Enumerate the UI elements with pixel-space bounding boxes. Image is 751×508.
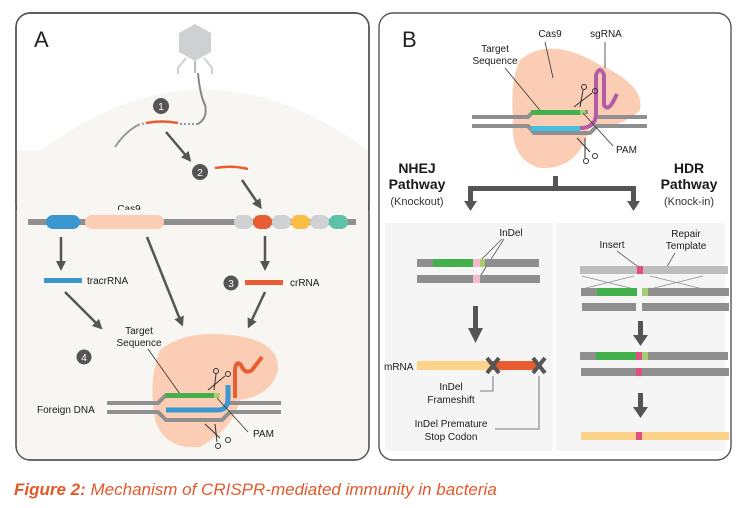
panel-a-lower: tracrRNA 3 crRNA 4 Target Sequence Forei… [15, 12, 370, 461]
stop-codon-label-1: InDel Premature [415, 419, 488, 430]
pathway-split-arrow [464, 176, 640, 211]
svg-text:3: 3 [228, 279, 234, 290]
pam-b [580, 110, 585, 115]
crrna-hairpin-a [233, 355, 264, 398]
arrow-crrna-to-complex [247, 291, 267, 329]
tracrrna-gene [46, 215, 80, 229]
svg-text:1: 1 [158, 102, 164, 113]
arrow-cas9-down [145, 236, 184, 327]
hdr-title-2: Pathway [661, 176, 718, 192]
scissors-icon [576, 137, 598, 164]
repeat-1 [234, 215, 253, 229]
repair-template-label-1: Repair [671, 229, 701, 240]
target-seq-label-a-1: Target [125, 326, 153, 337]
cas9-protein-b [512, 48, 641, 169]
target-sequence-b [531, 110, 580, 115]
repair-template-label-2: Template [666, 241, 707, 252]
mrna-strand [417, 361, 492, 370]
foreign-dna-label: Foreign DNA [37, 405, 95, 416]
pam-label-b: PAM [616, 145, 637, 156]
svg-text:4: 4 [81, 353, 87, 364]
arrow-1-to-2 [165, 131, 192, 162]
target-dna-bottom [472, 124, 647, 135]
step-3-badge: 3 [223, 275, 239, 291]
target-sequence-a [166, 393, 214, 398]
mrna-frameshifted [492, 361, 537, 370]
nhej-subtitle: (Knockout) [390, 196, 443, 208]
target-seq-label-b-1: Target [481, 44, 509, 55]
panel-a-letter: A [34, 27, 49, 52]
nhej-down-arrow [468, 328, 483, 343]
x-mark-icon [531, 356, 547, 375]
foreign-dna-bottom-strand [107, 410, 281, 422]
indel-mark-bottom [473, 275, 480, 283]
spacer-yellow [291, 215, 310, 229]
frameshift-label-1: InDel [439, 382, 462, 393]
panel-a: A 1 2 Cas9 [15, 12, 370, 219]
caption-text: Mechanism of CRISPR-mediated immunity in… [85, 480, 497, 499]
tracrrna-strand [44, 278, 82, 283]
indel-label: InDel [499, 228, 522, 239]
insert-label: Insert [599, 240, 624, 251]
svg-text:2: 2 [197, 168, 203, 179]
crrna-label: crRNA [290, 278, 320, 289]
nhej-subpanel [385, 223, 553, 451]
pam-pointer-a [216, 397, 249, 433]
spacer-new [253, 215, 272, 229]
mrna-label: mRNA [384, 362, 414, 373]
sgrna-label: sgRNA [590, 29, 622, 40]
arrow-2-to-array [240, 179, 262, 210]
stop-codon-label-2: Stop Codon [425, 432, 478, 443]
hdr-down-arrow-2 [633, 407, 648, 418]
target-seq-pointer-a [147, 348, 181, 395]
injected-viral-dna [114, 120, 198, 148]
protospacer-fragment [214, 165, 249, 171]
hdr-mrna [581, 432, 636, 440]
target-seq-label-a-2: Sequence [116, 338, 161, 349]
figure-caption: Figure 2: Mechanism of CRISPR-mediated i… [14, 480, 497, 500]
x-mark-icon [485, 356, 501, 375]
spacer-teal [329, 215, 348, 229]
target-seq-label-b-2: Sequence [472, 56, 517, 67]
hdr-subtitle: (Knock-in) [664, 196, 714, 208]
hdr-title-1: HDR [674, 160, 704, 176]
nhej-target-seq [433, 259, 473, 267]
hdr-down-arrow-1 [633, 335, 648, 346]
panel-b-letter: B [402, 27, 417, 52]
crrna-strand [245, 280, 283, 285]
scissors-icon [207, 368, 231, 391]
insert-mark [637, 266, 643, 274]
arrow-tracr-to-complex [64, 291, 103, 330]
hdr-target-seq [597, 288, 637, 296]
pam-a [214, 393, 220, 398]
nhej-title-1: NHEJ [398, 160, 435, 176]
panel-b: B Cas9 sgRNA Target Sequence PAM NHEJ Pa… [378, 12, 732, 461]
repeat-2 [272, 215, 291, 229]
cas9-gene [85, 215, 164, 229]
step-2-badge: 2 [192, 164, 208, 180]
step-4-badge: 4 [76, 349, 92, 365]
nhej-title-2: Pathway [389, 176, 446, 192]
repeat-3 [310, 215, 329, 229]
frameshift-label-2: Frameshift [427, 395, 474, 406]
step-1-badge: 1 [153, 98, 169, 114]
pam-label-a: PAM [253, 429, 274, 440]
guide-cyan-b [531, 126, 580, 131]
caption-label: Figure 2: [14, 480, 86, 499]
bacteriophage-icon [177, 24, 213, 125]
cas9-label-b: Cas9 [538, 29, 562, 40]
recombination-lines [581, 275, 704, 290]
scissors-icon [573, 84, 598, 108]
scissors-icon [204, 423, 231, 449]
repair-template [580, 266, 642, 274]
tracrrna-label: tracrRNA [87, 276, 128, 287]
cas9-gene-label: Cas9 [117, 204, 141, 215]
indel-mark-top [473, 259, 480, 267]
